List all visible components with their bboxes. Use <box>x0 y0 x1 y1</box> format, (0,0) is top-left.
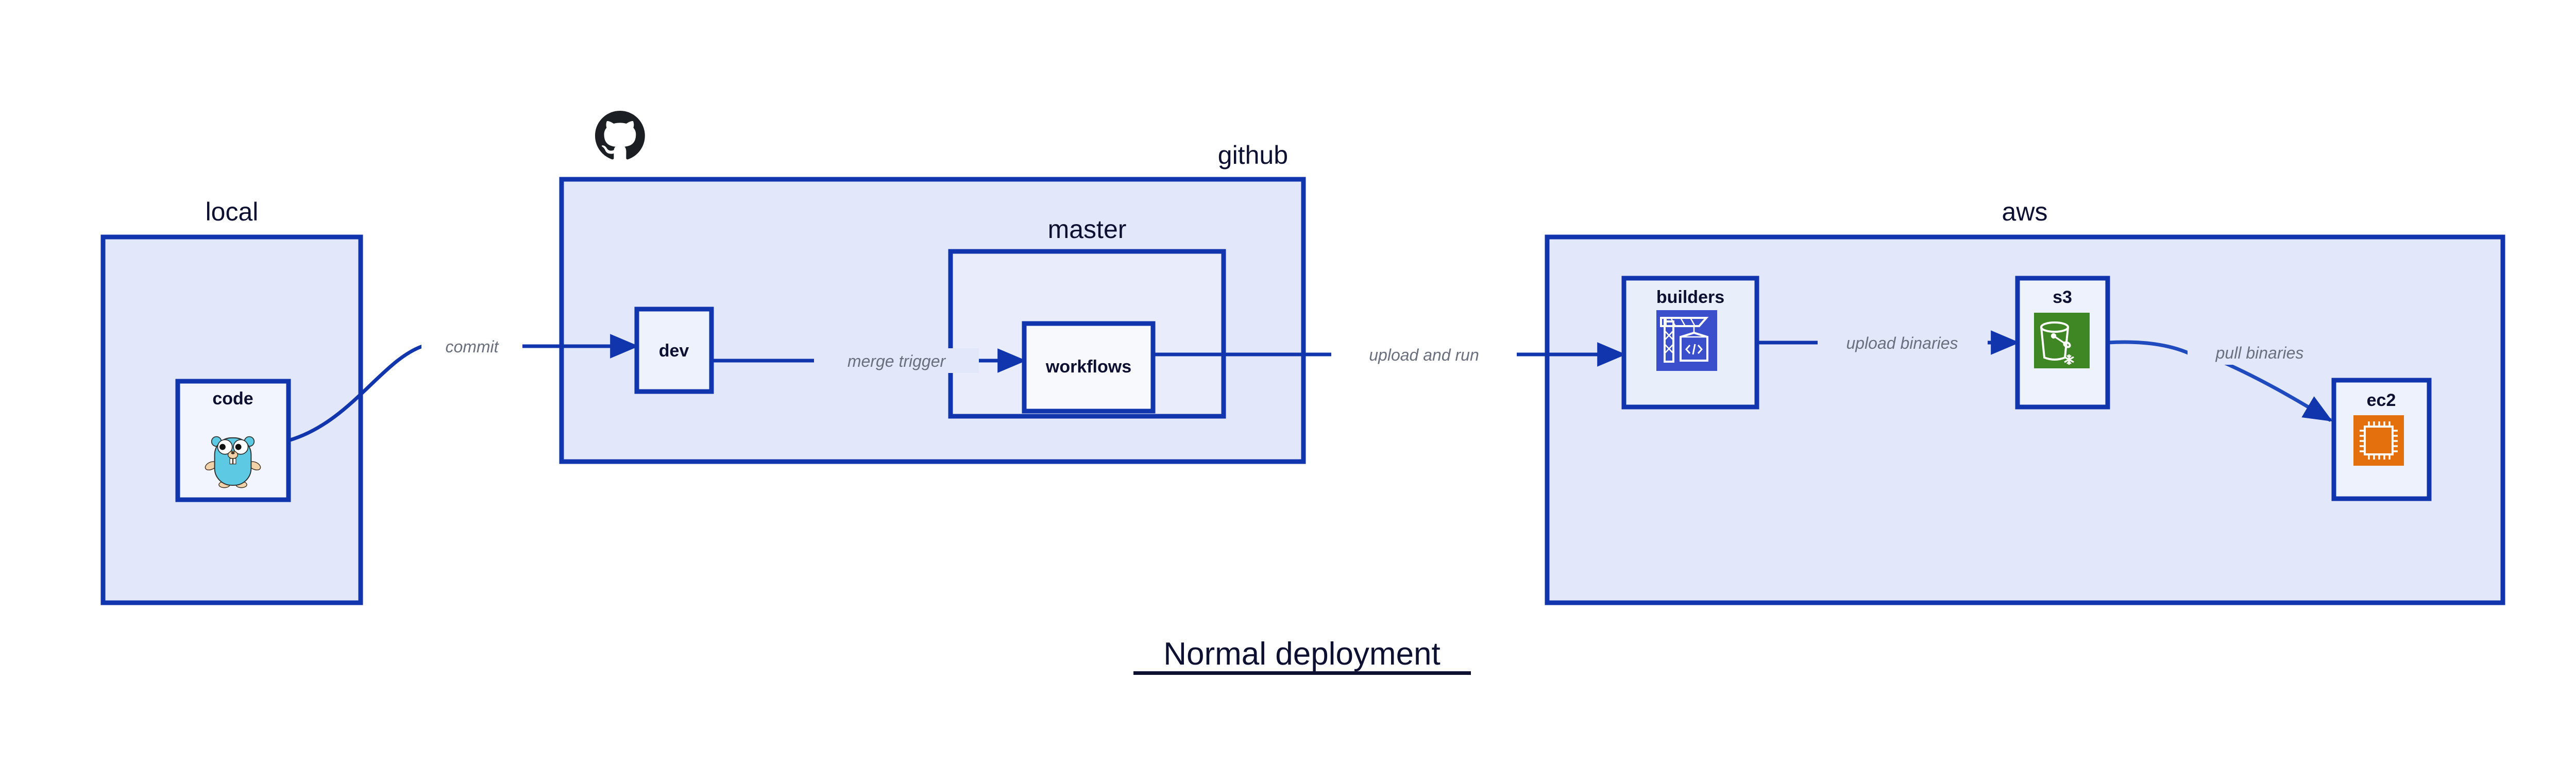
node-builders-label: builders <box>1656 287 1724 307</box>
edge-pull-binaries-label-bg <box>2188 340 2332 365</box>
node-code-label: code <box>212 389 253 409</box>
aws-s3-glacier-bucket-icon <box>2034 313 2090 368</box>
node-workflows-label: workflows <box>1045 357 1131 377</box>
aws-ec2-chip-icon <box>2353 415 2404 466</box>
edge-commit-label: commit <box>445 337 499 356</box>
edge-upload-and-run-label-bg <box>1331 342 1517 367</box>
group-github-label: github <box>1218 141 1288 169</box>
edge-upload-binaries-label-bg <box>1818 330 1988 355</box>
edge-upload-and-run: upload and run <box>1153 342 1626 367</box>
edge-merge-trigger-label-bg <box>814 348 979 373</box>
node-workflows-box[interactable] <box>1022 321 1156 414</box>
edge-pull-binaries-path-right <box>2218 359 2333 422</box>
diagram-title-underline <box>1133 671 1471 675</box>
edge-upload-binaries-label: upload binaries <box>1846 334 1958 352</box>
edge-pull-binaries: pull binaries <box>2107 340 2333 422</box>
edge-commit: commit <box>288 334 639 443</box>
node-dev-box[interactable] <box>634 307 714 394</box>
node-dev-label: dev <box>659 341 689 361</box>
node-code[interactable]: code <box>175 379 291 502</box>
diagram-title: Normal deployment <box>1133 636 1471 675</box>
edge-upload-binaries: upload binaries <box>1757 330 2020 355</box>
edge-upload-and-run-label: upload and run <box>1369 346 1479 364</box>
aws-codebuild-crane-icon <box>1656 310 1717 371</box>
node-workflows[interactable]: workflows <box>1022 321 1156 414</box>
edge-merge-trigger: merge trigger <box>711 348 1027 373</box>
group-local-label: local <box>206 197 259 226</box>
github-octocat-icon <box>595 111 645 160</box>
edge-pull-binaries-label: pull binaries <box>2215 344 2304 362</box>
node-dev[interactable]: dev <box>634 307 714 394</box>
diagram-title-text: Normal deployment <box>1163 636 1440 672</box>
node-ec2[interactable]: ec2 <box>2331 378 2432 501</box>
node-ec2-label: ec2 <box>2367 390 2396 410</box>
subgroup-master-label: master <box>1048 215 1127 244</box>
go-gopher-icon <box>205 436 261 488</box>
edge-merge-trigger-label: merge trigger <box>848 352 946 370</box>
node-s3-label: s3 <box>2053 287 2072 307</box>
edge-commit-path-left <box>288 344 423 443</box>
node-builders[interactable]: builders <box>1621 276 1759 410</box>
group-aws-label: aws <box>2002 197 2048 226</box>
node-s3[interactable]: s3 <box>2015 276 2110 410</box>
edge-commit-label-bg <box>421 334 522 359</box>
